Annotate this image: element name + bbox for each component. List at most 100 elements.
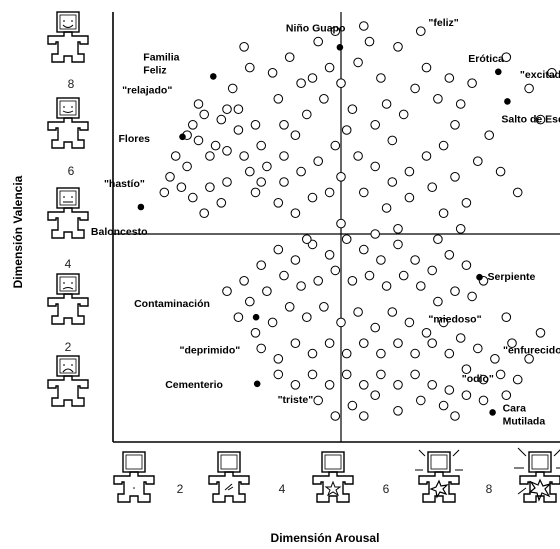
scatter-point [421, 328, 432, 338]
scatter-point [319, 94, 329, 104]
point-label: Salto de Esquí [501, 113, 560, 125]
emotion-word-label: "relajado" [122, 85, 172, 97]
scatter-point [341, 369, 352, 380]
point-label: Cementerio [165, 379, 223, 391]
scatter-point [233, 125, 244, 135]
scatter-point [239, 42, 249, 52]
scatter-point [336, 78, 346, 88]
scatter-point [302, 109, 312, 120]
scatter-point [353, 307, 363, 317]
labeled-point [504, 98, 511, 105]
scatter-point [450, 286, 460, 297]
scatter-point [341, 234, 352, 244]
emotion-word-label: "triste" [278, 394, 314, 406]
valence-tick-4: 4 [65, 257, 72, 271]
scatter-point [404, 192, 415, 203]
scatter-point [313, 156, 324, 166]
point-label: Niño Guapo [286, 22, 346, 34]
scatter-point [324, 250, 335, 260]
scatter-point [193, 99, 204, 109]
scatter-point [347, 276, 358, 286]
scatter-point [216, 114, 227, 125]
labeled-point [489, 409, 496, 416]
emotion-word-label: "excitado" [520, 69, 560, 81]
scatter-point [455, 333, 466, 343]
scatter-point [273, 198, 284, 208]
scatter-point [290, 130, 301, 140]
scatter-point [290, 338, 301, 349]
scatter-point [364, 36, 375, 47]
scatter-point [290, 208, 301, 218]
scatter-point [467, 78, 477, 88]
scatter-point [387, 135, 398, 146]
scatter-point [330, 140, 341, 151]
scatter-point [330, 26, 341, 37]
arousal-tick-8: 8 [486, 482, 493, 496]
scatter-point [393, 42, 403, 52]
scatter-point [370, 120, 381, 130]
scatter-point [387, 307, 398, 317]
scatter-point [410, 369, 420, 380]
scatter-point [393, 239, 403, 250]
scatter-point [341, 348, 352, 359]
scatter-point [256, 260, 267, 271]
scatter-point [313, 276, 324, 286]
scatter-point [324, 380, 335, 390]
scatter-point [410, 83, 420, 94]
emotion-word-label: "deprimido" [180, 345, 241, 357]
labeled-point [336, 44, 344, 51]
scatter-point [188, 120, 198, 130]
scatter-point [416, 395, 426, 406]
scatter-point [302, 234, 312, 244]
scatter-point [353, 57, 363, 68]
scatter-point [256, 177, 267, 187]
scatter-point [364, 270, 375, 281]
labeled-point [253, 380, 261, 388]
scatter-point [410, 255, 420, 265]
scatter-point [427, 380, 438, 390]
scatter-point [279, 151, 289, 161]
scatter-point [273, 369, 284, 380]
scatter-point [433, 234, 443, 244]
scatter-point [444, 250, 455, 260]
scatter-point [473, 156, 483, 166]
scatter-point [433, 94, 443, 104]
scatter-point [461, 260, 472, 271]
scatter-point [376, 255, 386, 265]
point-label: Serpiente [488, 271, 536, 283]
labeled-point [495, 68, 502, 76]
scatter-point [490, 354, 500, 364]
scatter-point [279, 270, 289, 281]
arousal-tick-2: 2 [177, 482, 184, 496]
scatter-point [330, 265, 341, 276]
emotion-word-labels: "feliz""excitado""relajado""hastío""mied… [104, 17, 560, 406]
scatter-point [250, 120, 261, 130]
scatter-point [222, 286, 232, 297]
point-label: Flores [119, 133, 151, 145]
scatter-point [444, 73, 455, 83]
scatter-point [455, 99, 466, 109]
scatter-point [381, 99, 392, 109]
emotion-word-label: "enfurecido" [503, 345, 560, 357]
scatter-point [524, 354, 534, 364]
scatter-point [438, 317, 449, 328]
scatter-point [438, 400, 449, 411]
labeled-point [137, 203, 145, 211]
x-axis-title: Dimensión Arousal [271, 531, 380, 545]
emotion-word-label: "feliz" [428, 17, 458, 29]
scatter-point [393, 338, 403, 349]
scatter-point [210, 140, 221, 151]
scatter-point [376, 369, 386, 380]
scatter-point [239, 151, 249, 161]
point-label: Contaminación [134, 298, 210, 310]
point-label: Baloncesto [91, 226, 148, 238]
scatter-point [370, 390, 381, 401]
scatter-point [239, 276, 249, 286]
scatter-point [262, 286, 272, 297]
scatter-point [267, 317, 278, 328]
scatter-point [324, 187, 335, 198]
scatter-point [455, 224, 466, 234]
scatter-point [262, 161, 272, 172]
